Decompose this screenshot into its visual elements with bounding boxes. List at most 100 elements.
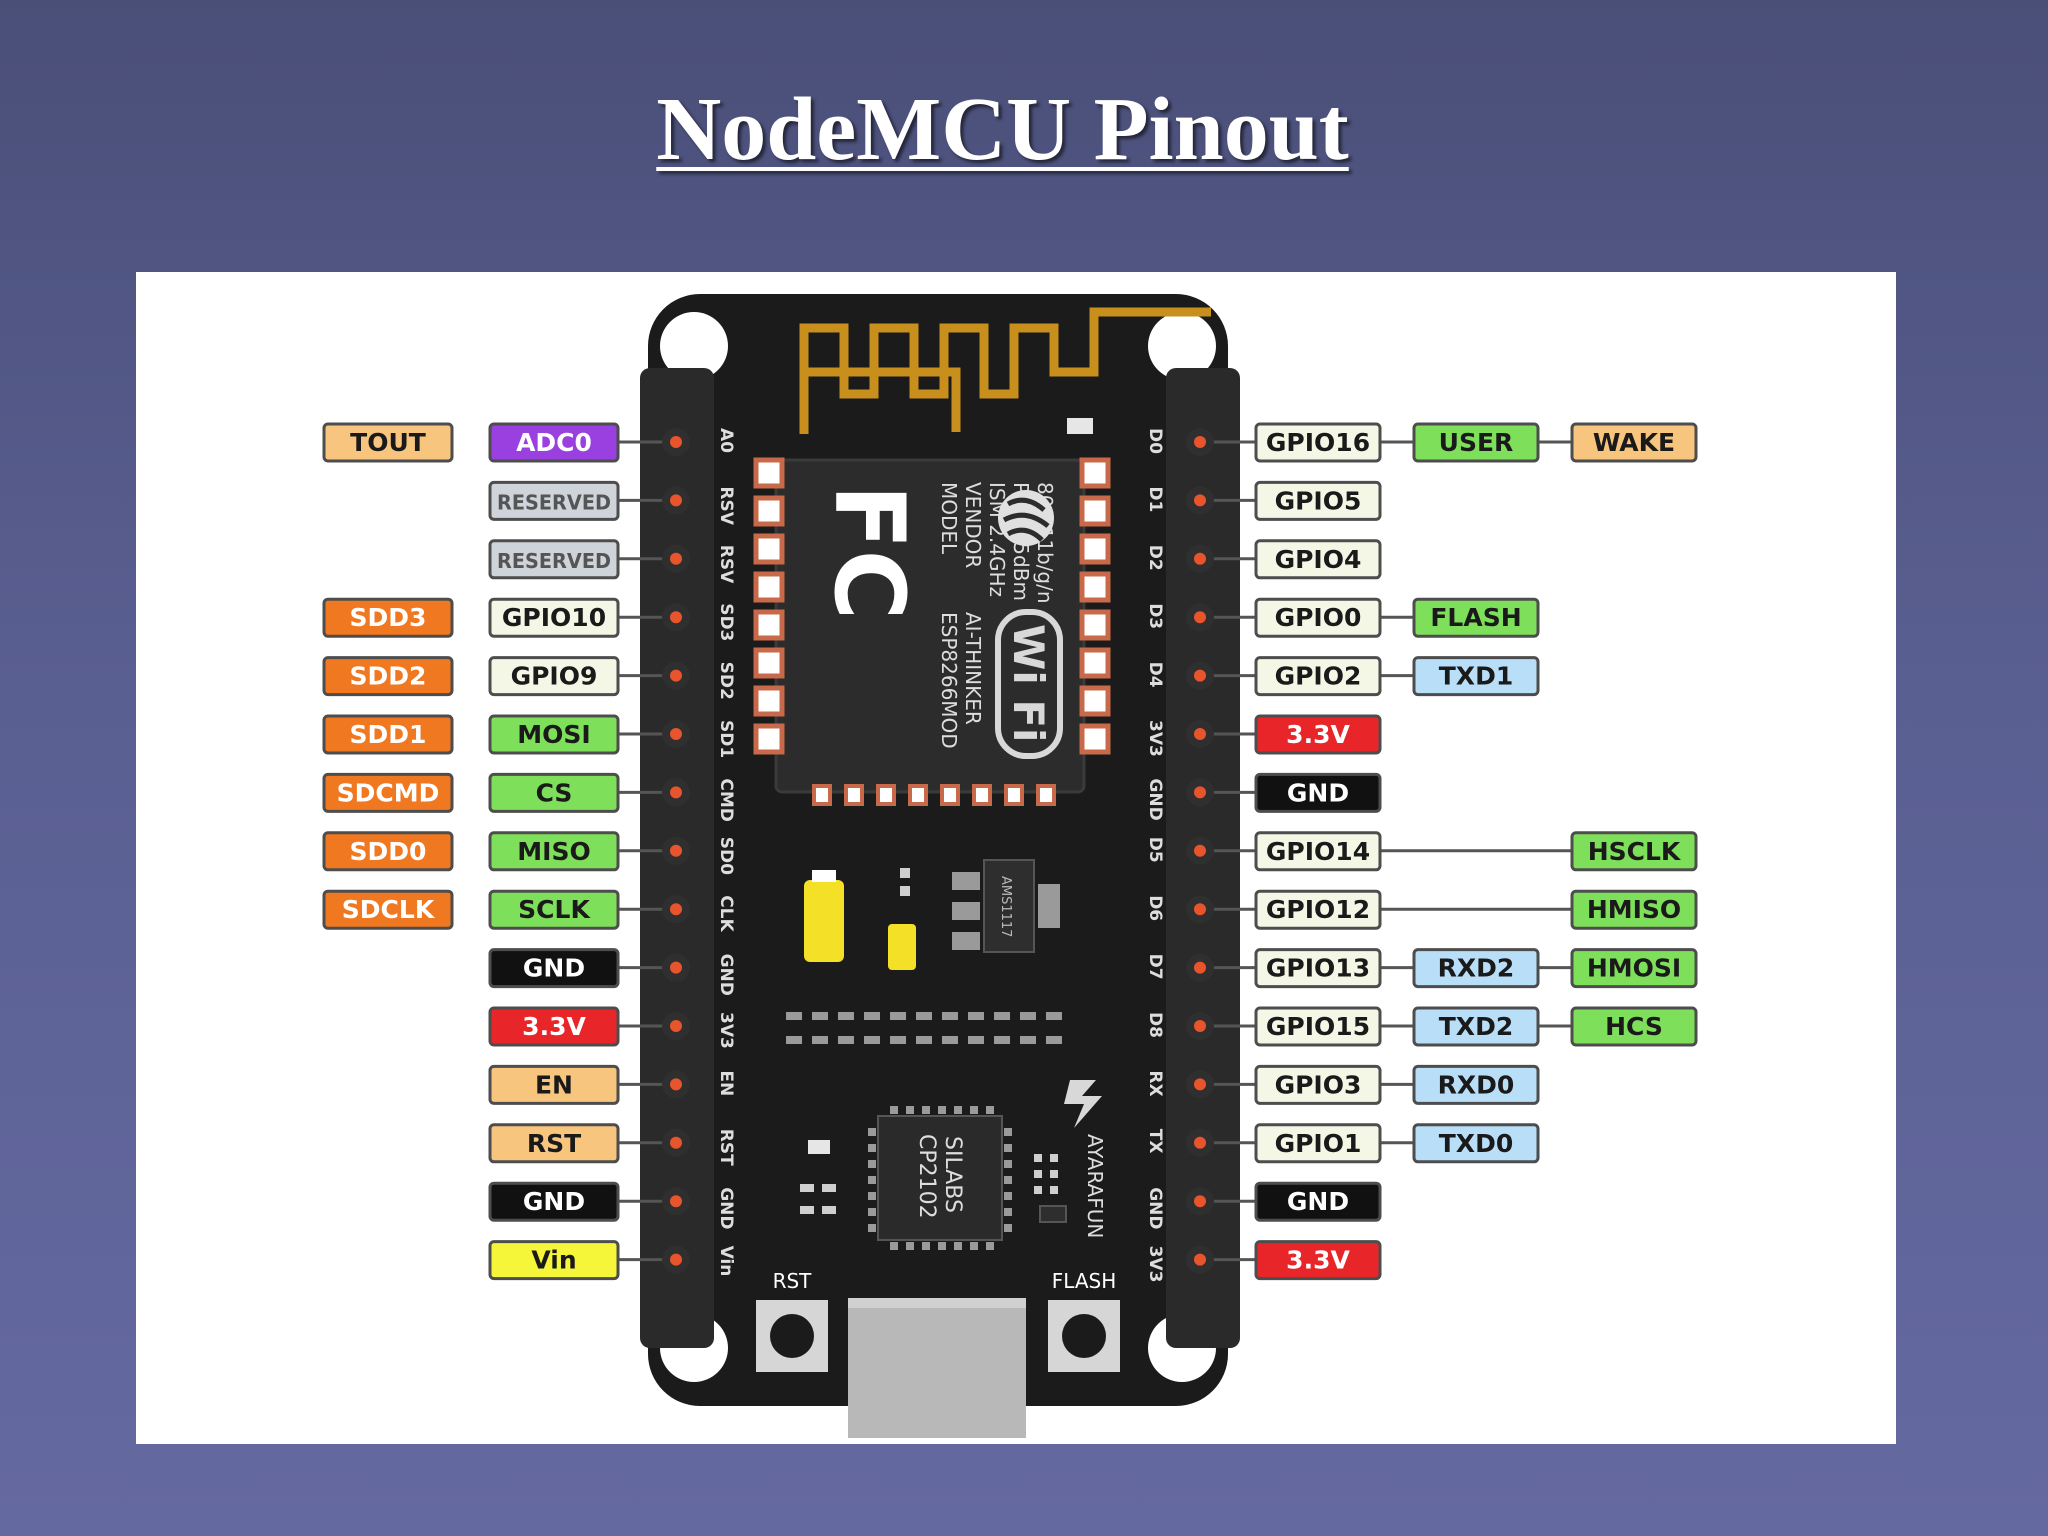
pin-label-box [488,1006,620,1047]
pin-label-text: SDCLK [342,895,436,924]
pin-label-box [1570,422,1698,463]
smd-transistor [1039,1205,1067,1223]
pin-label-text: GND [1287,778,1349,807]
pin-label-box [1254,1006,1382,1047]
pin-dot [670,436,682,448]
pin-label-box [488,948,620,989]
pin-label-box [488,1240,620,1281]
pin-label-box [1254,948,1382,989]
pin-label-text: EN [535,1070,573,1099]
module-text-value: AI-THINKER [961,612,985,725]
pin-silkscreen: D3 [1145,603,1165,629]
pin-label-box [488,422,620,463]
chip-lead [868,1224,876,1232]
module-pad [1036,784,1056,806]
chip-lead [890,1242,898,1250]
pin-dot [1194,1078,1206,1091]
module-pad [1079,533,1111,565]
pin-label-text: GPIO1 [1275,1129,1362,1158]
chip-label-part: CP2102 [914,1134,939,1219]
flash-button-label: FLASH [1052,1269,1117,1293]
pin-dot [1194,611,1206,624]
pin-label-box [322,656,454,697]
module-pad [753,457,785,489]
pin-silkscreen: D8 [1145,1012,1165,1038]
regulator-lead [952,902,980,920]
pin-silkscreen: RST [716,1129,736,1166]
module-pad [1079,457,1111,489]
pin-label-text: RESERVED [497,549,611,573]
pin-dot [670,786,682,799]
smd-part [822,1184,836,1192]
chip-lead [922,1106,930,1114]
pin-label-text: SDD3 [350,603,427,632]
smd-part [1050,1170,1058,1178]
chip-lead [970,1106,978,1114]
chip-lead [868,1208,876,1216]
pin-label-box [1570,831,1698,872]
board-silkscreen-brand: AYARAFUN [1083,1134,1107,1238]
pin-label-box [1412,1064,1540,1105]
pin-label-box [322,422,454,463]
module-pad [908,784,928,806]
pin-label-text: SDD1 [350,720,427,749]
chip-lead [868,1176,876,1184]
pin-label-text: TOUT [350,428,426,457]
lightning-bolt-icon [1064,1080,1102,1128]
pin-label-box [322,831,454,872]
pin-label-box [1254,480,1382,521]
trace-dash [786,1012,802,1020]
smd-part [800,1206,814,1214]
module-pad [972,784,992,806]
pin-silkscreen: D6 [1145,895,1165,921]
pin-label-box [322,889,454,930]
chip-lead [1004,1144,1012,1152]
trace-dash [968,1012,984,1020]
pin-dot [670,728,682,740]
pin-dot [670,961,682,974]
status-led [1067,418,1093,434]
pin-label-box [1254,1123,1382,1164]
pin-dot [1194,961,1206,974]
wifi-logo: Wi Fi [1004,624,1053,742]
pin-label-text: MOSI [517,720,590,749]
module-pad [1004,784,1024,806]
module-pad [1079,571,1111,603]
pin-label-box [1412,1006,1540,1047]
mounting-hole [1148,312,1216,380]
module-pad [753,533,785,565]
trace-dash [864,1012,880,1020]
pin-label-text: HCS [1605,1012,1663,1041]
module-text-line: MODEL [937,482,961,555]
usb-port [848,1298,1026,1438]
pin-dot [1194,1253,1206,1266]
pin-label-box [1412,422,1540,463]
chip-lead [954,1242,962,1250]
pin-dot [1194,494,1206,507]
pin-dot [670,1020,682,1032]
pin-label-text: HSCLK [1588,837,1682,866]
pin-silkscreen: A0 [716,428,736,453]
pin-dot [670,1253,682,1266]
pin-label-box [1570,1006,1698,1047]
pin-silkscreen: SD1 [716,720,736,758]
chip-lead [1004,1224,1012,1232]
smd-part [1034,1170,1042,1178]
pin-dot [670,903,682,916]
capacitor-band [812,870,836,882]
pin-label-box [488,1123,620,1164]
pin-label-box [488,539,620,580]
chip-lead [906,1242,914,1250]
module-pad [844,784,864,806]
pin-label-text: FLASH [1430,603,1521,632]
